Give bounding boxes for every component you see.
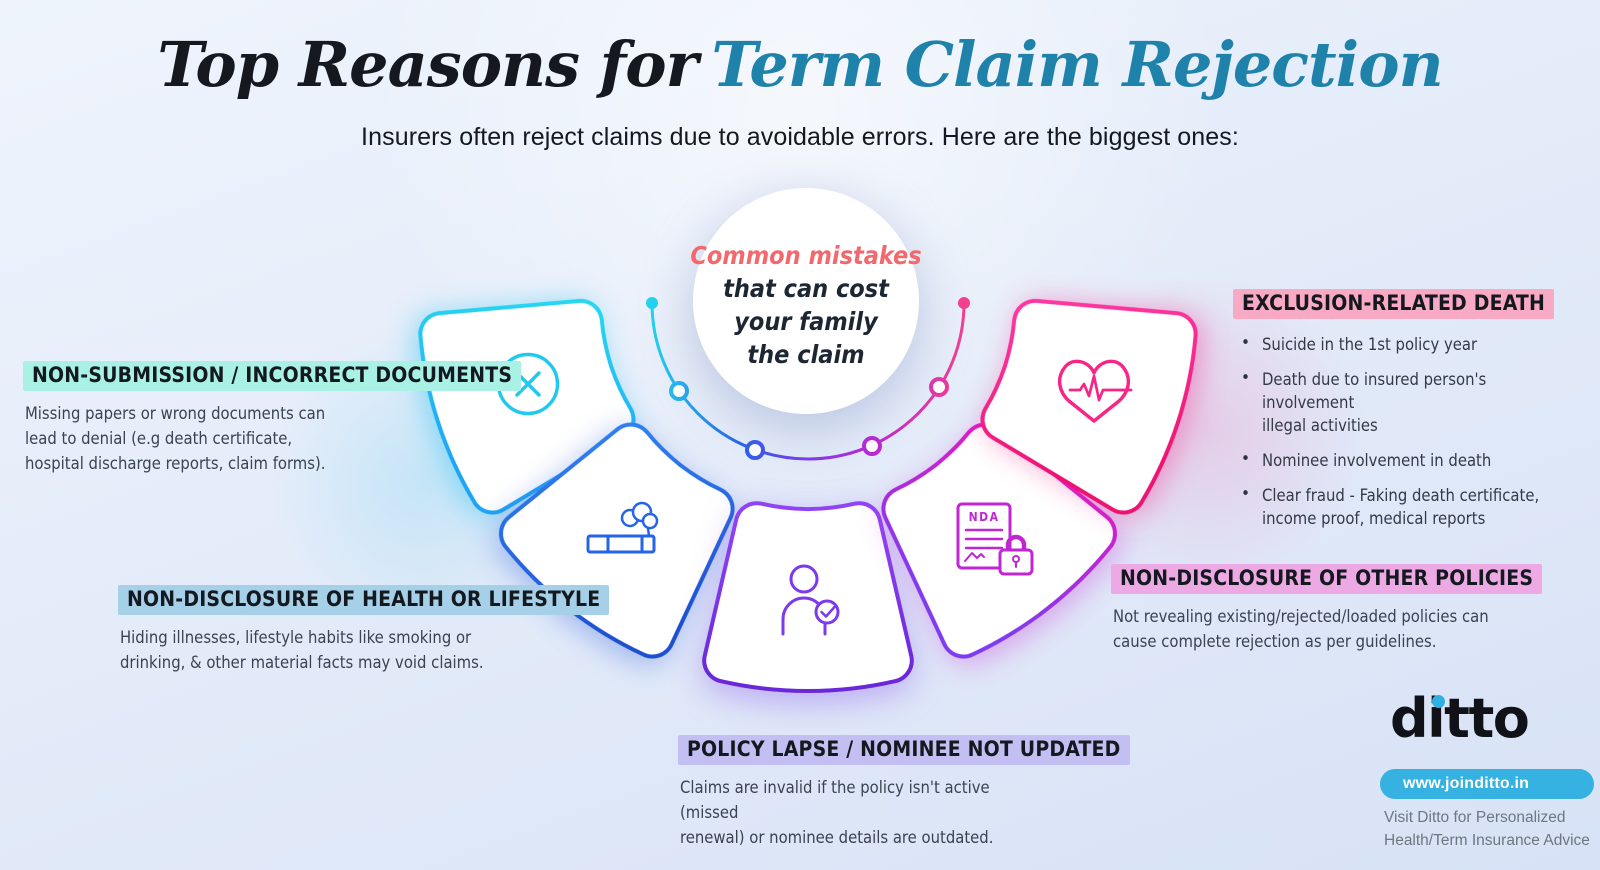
page-subtitle: Insurers often reject claims due to avoi…	[361, 123, 1239, 151]
bullet-item: Nominee involvement in death	[1239, 448, 1578, 472]
bullet-item: Suicide in the 1st policy year	[1239, 332, 1578, 356]
section-body: Not revealing existing/rejected/loaded p…	[1113, 607, 1489, 651]
arc-node	[862, 436, 882, 456]
section-body: Claims are invalid if the policy isn't a…	[680, 778, 994, 847]
center-circle-text: Common mistakes that can cost your famil…	[666, 239, 946, 371]
nda-label: NDA	[969, 510, 1000, 524]
arc-node-start	[646, 297, 658, 309]
person-check-icon	[781, 564, 840, 636]
bullet-item: Clear fraud - Faking death certificate, …	[1239, 483, 1578, 530]
website-url[interactable]: www.joinditto.in	[1403, 775, 1530, 792]
arc-node-end	[958, 297, 970, 309]
center-heading: Common mistakes	[690, 241, 922, 270]
section-heading: EXCLUSION-RELATED DEATH	[1233, 289, 1555, 319]
nda-document-lock-icon: NDA	[956, 502, 1034, 576]
section-body: Missing papers or wrong documents can le…	[25, 404, 326, 473]
ditto-logo: ditto	[1390, 692, 1530, 746]
section-exclusion-death: EXCLUSION-RELATED DEATH Suicide in the 1…	[1233, 289, 1578, 542]
title-accent: Term Claim Rejection	[711, 28, 1443, 101]
center-circle	[693, 188, 919, 414]
center-line: that can cost	[723, 274, 889, 303]
petal-policy-lapse	[702, 501, 914, 693]
footer-tagline: Visit Ditto for Personalized Health/Term…	[1384, 809, 1590, 849]
section-other-policies: NON-DISCLOSURE OF OTHER POLICIES Not rev…	[1111, 564, 1543, 654]
section-policy-lapse: POLICY LAPSE / NOMINEE NOT UPDATED Claim…	[678, 735, 1130, 850]
bullet-item: Death due to insured person's involvemen…	[1239, 367, 1578, 437]
cigarette-icon	[586, 501, 659, 554]
exclusion-bullet-list: Suicide in the 1st policy year Death due…	[1239, 332, 1578, 530]
arc-node	[669, 381, 689, 401]
website-url-pill[interactable]: www.joinditto.in	[1380, 769, 1594, 799]
arc-node	[929, 377, 949, 397]
logo-dot-icon	[1432, 695, 1445, 708]
section-heading: NON-DISCLOSURE OF HEALTH OR LIFESTYLE	[118, 585, 610, 615]
heart-pulse-icon	[1057, 359, 1133, 423]
section-health-lifestyle: NON-DISCLOSURE OF HEALTH OR LIFESTYLE Hi…	[118, 585, 610, 675]
center-line: the claim	[747, 340, 865, 369]
section-heading: NON-DISCLOSURE OF OTHER POLICIES	[1111, 564, 1543, 594]
section-body: Hiding illnesses, lifestyle habits like …	[120, 628, 484, 672]
section-heading: POLICY LAPSE / NOMINEE NOT UPDATED	[678, 735, 1130, 765]
center-line: your family	[734, 307, 878, 336]
section-heading: NON-SUBMISSION / INCORRECT DOCUMENTS	[23, 361, 522, 391]
timeline-arc	[646, 297, 970, 461]
arc-node	[745, 440, 765, 460]
title-prefix: Top Reasons for	[157, 28, 698, 101]
section-non-submission: NON-SUBMISSION / INCORRECT DOCUMENTS Mis…	[23, 361, 522, 476]
ditto-logo-text: ditto	[1390, 687, 1530, 750]
petal-exclusion-death	[980, 298, 1198, 515]
